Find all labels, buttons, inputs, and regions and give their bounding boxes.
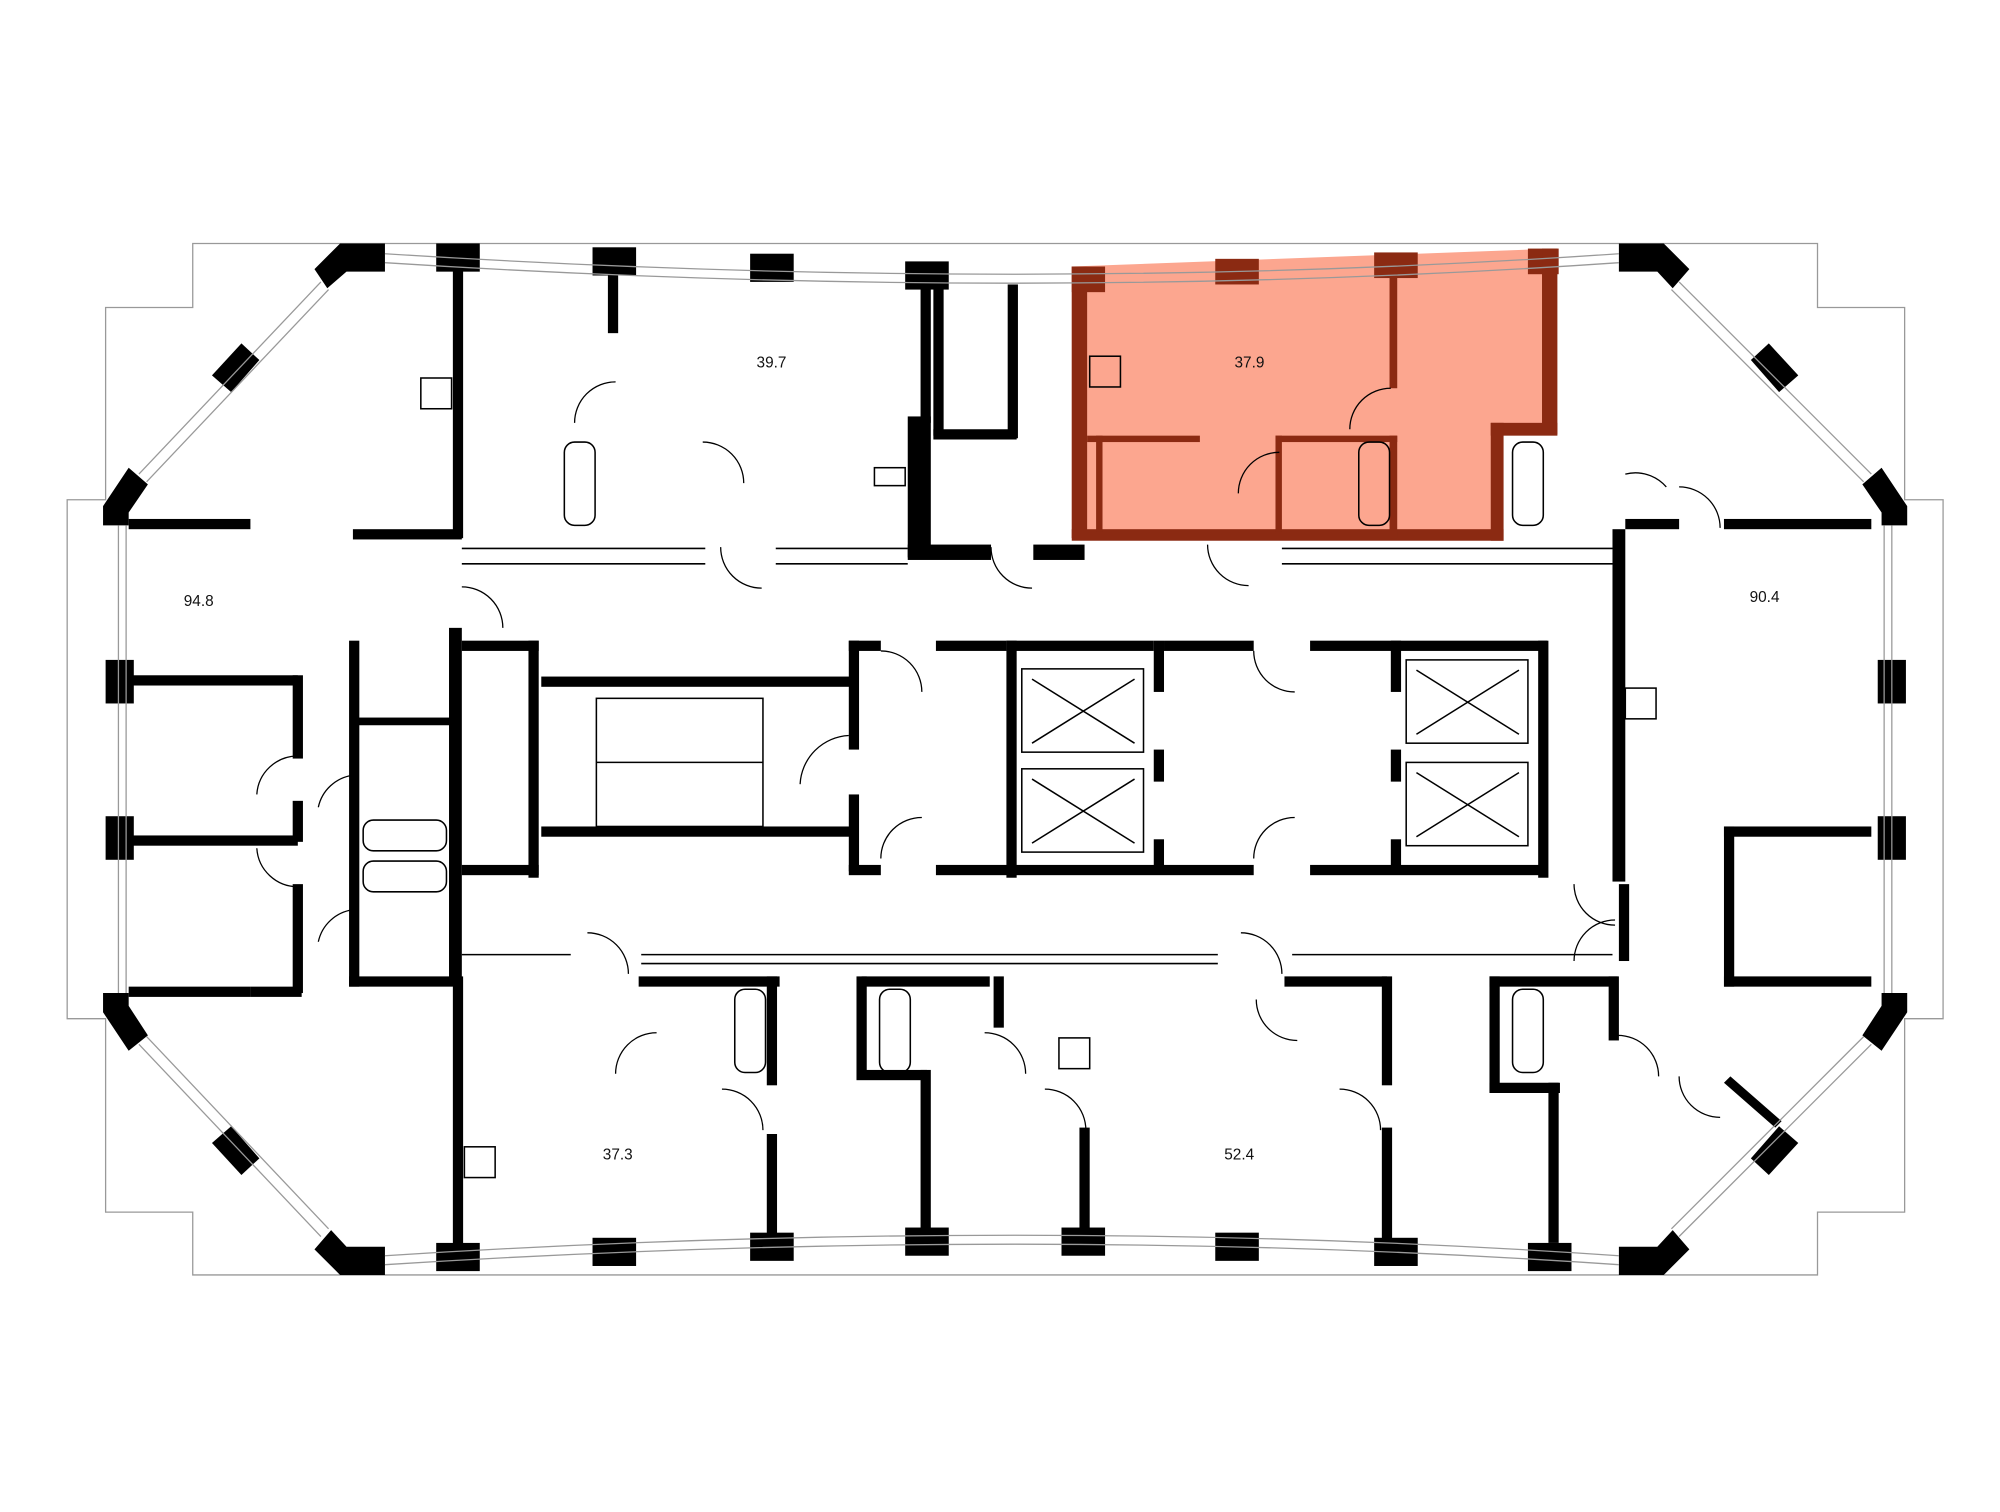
area-labels: 39.7 37.9 94.8 90.4 37.3 52.4 xyxy=(184,355,1780,1164)
area-label-37-3: 37.3 xyxy=(603,1147,633,1164)
apartment-highlighted[interactable] xyxy=(1071,248,1559,541)
doors xyxy=(256,381,1721,1131)
elevator-3-icon xyxy=(1405,659,1529,744)
elevators xyxy=(1021,659,1529,853)
elevator-4-icon xyxy=(1405,761,1529,847)
facade-glazing xyxy=(117,253,1893,1266)
area-label-52-4: 52.4 xyxy=(1224,1147,1254,1164)
area-label-94-8: 94.8 xyxy=(184,593,214,610)
area-label-90-4: 90.4 xyxy=(1750,589,1780,606)
corridors xyxy=(461,547,1613,965)
area-label-37-9: 37.9 xyxy=(1234,355,1264,372)
bathtubs xyxy=(362,441,1545,1074)
terrace-outline xyxy=(66,242,1944,1276)
area-label-39-7: 39.7 xyxy=(757,355,787,372)
stoves xyxy=(420,355,1657,1179)
elevator-2-icon xyxy=(1021,768,1145,853)
highlight-fill xyxy=(1071,248,1555,539)
structural-walls xyxy=(103,243,1908,1275)
elevator-1-icon xyxy=(1021,668,1145,753)
